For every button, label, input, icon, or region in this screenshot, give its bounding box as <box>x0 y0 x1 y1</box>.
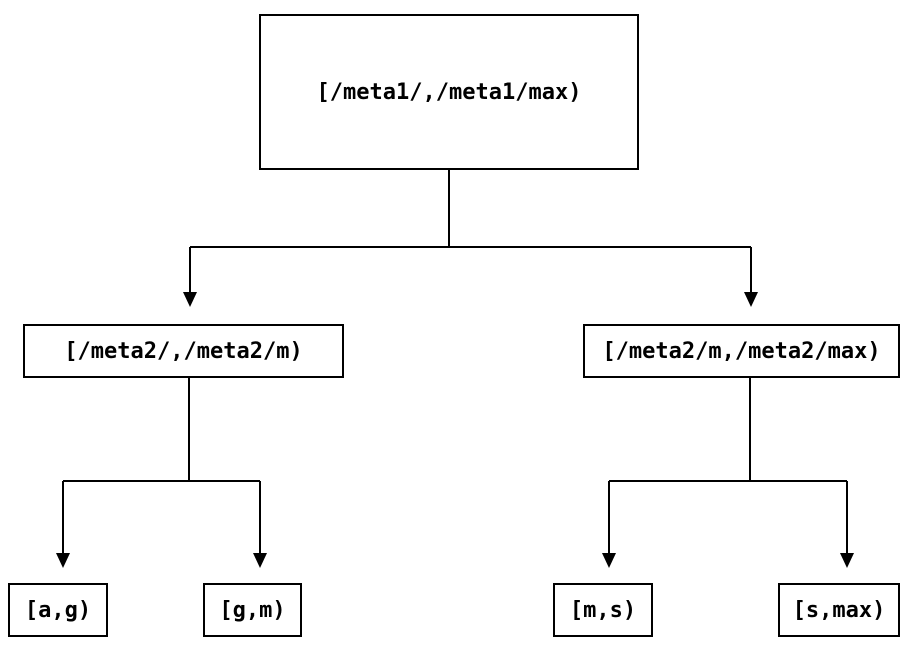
node-leaf-s-max-label: [s,max) <box>792 597 886 623</box>
node-leaf-m-s: [m,s) <box>553 583 653 637</box>
node-leaf-g-m: [g,m) <box>203 583 302 637</box>
node-root: [/meta1/,/meta1/max) <box>259 14 639 170</box>
arrow-down-icon <box>840 553 854 568</box>
node-leaf-a-g: [a,g) <box>8 583 108 637</box>
arrow-down-icon <box>183 292 197 307</box>
arrow-down-icon <box>253 553 267 568</box>
arrow-down-icon <box>744 292 758 307</box>
node-leaf-a-g-label: [a,g) <box>24 597 92 623</box>
node-meta2-right: [/meta2/m,/meta2/max) <box>583 324 900 378</box>
node-leaf-s-max: [s,max) <box>778 583 900 637</box>
node-meta2-left-label: [/meta2/,/meta2/m) <box>64 338 303 364</box>
node-leaf-g-m-label: [g,m) <box>219 597 286 623</box>
node-root-label: [/meta1/,/meta1/max) <box>316 79 582 105</box>
node-leaf-m-s-label: [m,s) <box>569 597 637 623</box>
arrow-down-icon <box>56 553 70 568</box>
arrow-down-icon <box>602 553 616 568</box>
node-meta2-right-label: [/meta2/m,/meta2/max) <box>602 338 881 364</box>
connector-root-to-level2 <box>183 169 758 307</box>
connector-left-to-leaves <box>56 377 267 568</box>
connector-right-to-leaves <box>602 377 854 568</box>
node-meta2-left: [/meta2/,/meta2/m) <box>23 324 344 378</box>
